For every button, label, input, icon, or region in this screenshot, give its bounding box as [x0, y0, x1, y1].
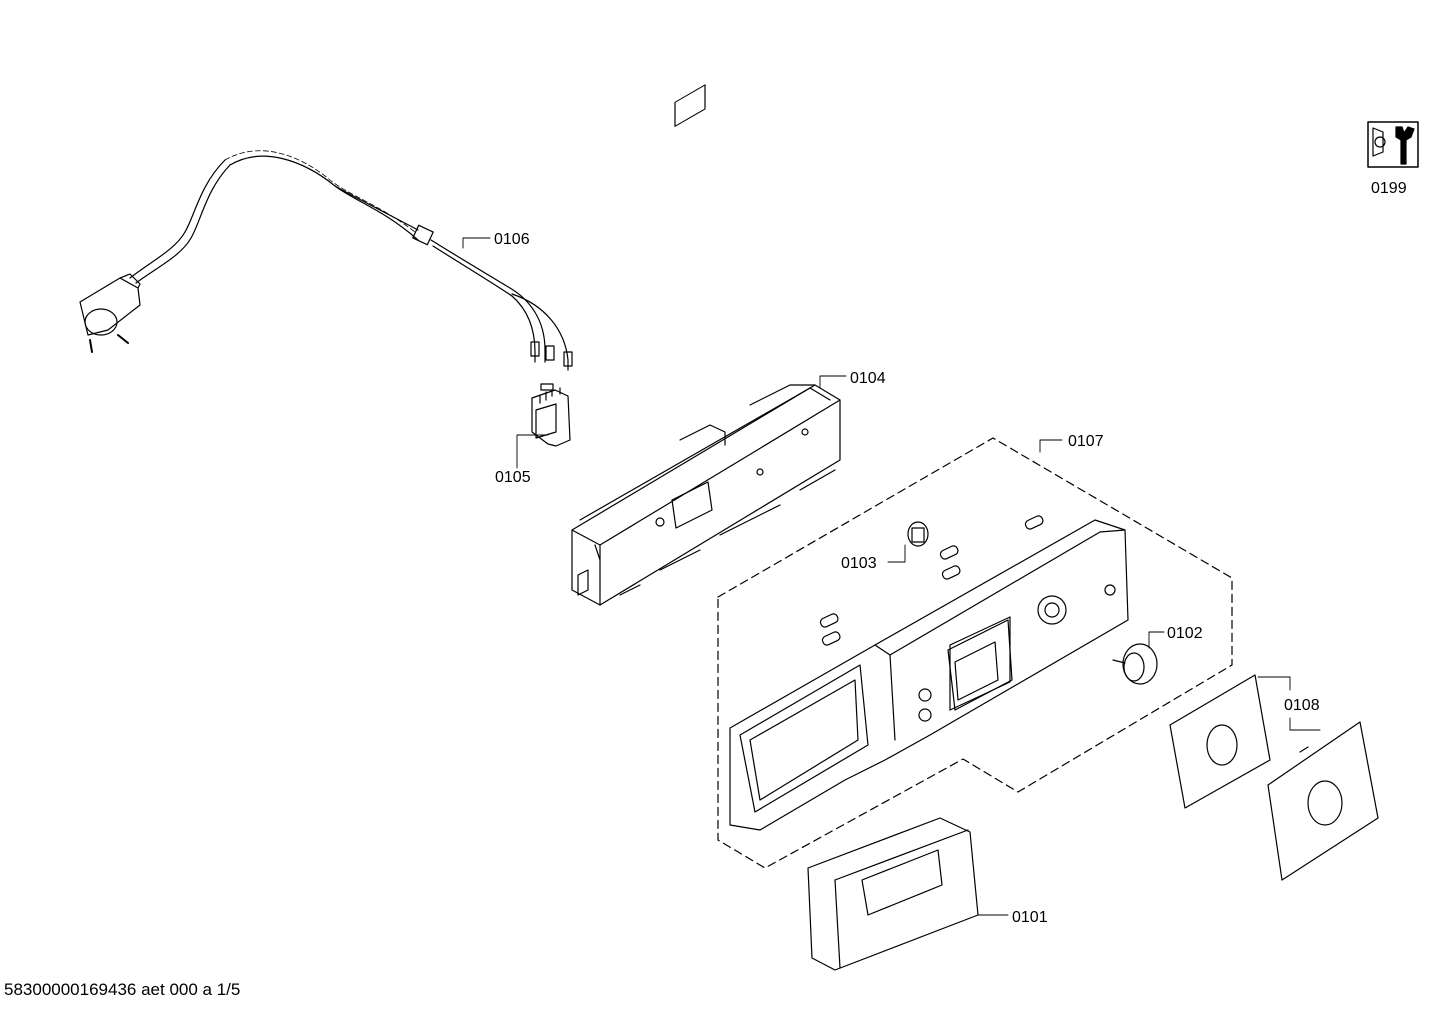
drawing-code: 58300000169436 aet 000 a 1/5: [4, 980, 241, 999]
button-pins: [819, 515, 1044, 646]
label-0107: 0107: [1068, 433, 1104, 450]
label-0105: 0105: [495, 469, 531, 486]
selector-knob: [1112, 643, 1158, 685]
label-0199: 0199: [1371, 180, 1407, 197]
assembly-boundary: [717, 437, 1233, 869]
trim-covers: [1169, 674, 1379, 881]
label-0101: 0101: [1012, 909, 1048, 926]
label-0108: 0108: [1284, 697, 1320, 714]
leader-lines: [462, 237, 1321, 916]
label-0104: 0104: [850, 370, 886, 387]
switch-component: [531, 383, 571, 447]
wrench-nut-icon[interactable]: [1367, 121, 1419, 168]
label-0106: 0106: [494, 231, 530, 248]
label-0103: 0103: [841, 555, 877, 572]
control-module: [571, 84, 841, 606]
power-cord: [79, 150, 573, 371]
fascia-panel: [729, 519, 1129, 831]
indicator-lamp: [907, 521, 929, 547]
drawer-handle: [807, 817, 979, 971]
label-0102: 0102: [1167, 625, 1203, 642]
